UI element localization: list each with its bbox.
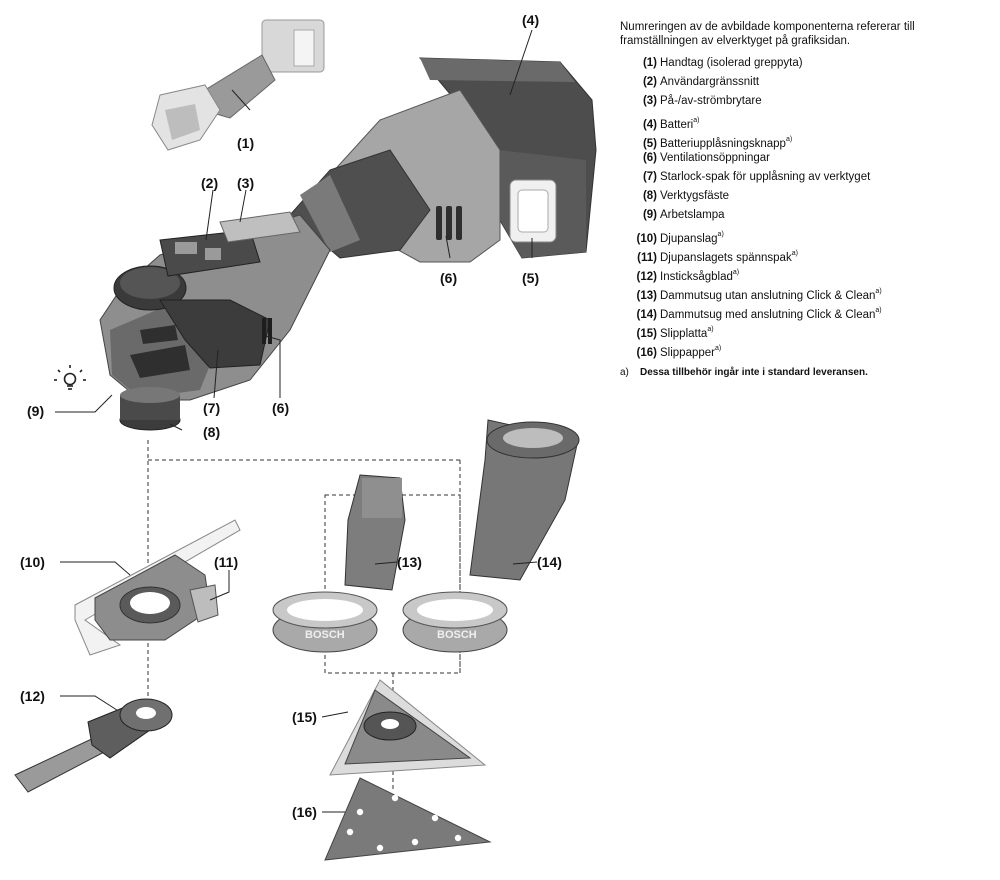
footnote: a) Dessa tillbehör ingår inte i standard …	[620, 366, 990, 380]
legend-item-number: (3)	[642, 95, 657, 107]
callout-16: (16)	[292, 804, 317, 820]
legend-item-footnote-ref: a)	[875, 307, 882, 314]
legend-item-text: Batteri	[660, 119, 694, 131]
legend-item-text: Dammutsug utan anslutning Click & Clean	[660, 290, 876, 302]
legend-item-text: Handtag (isolerad greppyta)	[660, 57, 803, 69]
legend-item: (8)Verktygsfäste	[635, 187, 990, 206]
legend-item: (12)Insticksågblada)	[635, 263, 990, 283]
legend-intro: Numreringen av de avbildade komponentern…	[620, 21, 915, 47]
depth-stop	[74, 519, 241, 656]
callout-8: (8)	[203, 424, 221, 440]
legend-item-text: Dammutsug med anslutning Click & Clean	[660, 309, 876, 321]
callout-5: (5)	[522, 270, 540, 286]
legend-item-text: Slipplatta	[660, 328, 708, 340]
legend-item: (13)Dammutsug utan anslutning Click & Cl…	[635, 282, 990, 302]
legend-list: (1)Handtag (isolerad greppyta)(2)Använda…	[620, 54, 990, 359]
legend-item-number: (11)	[637, 252, 657, 264]
legend-item-text: På-/av-strömbrytare	[660, 95, 762, 107]
legend-item-footnote-ref: a)	[707, 326, 714, 333]
legend-item: (15)Slipplattaa)	[635, 320, 990, 340]
legend-item-number: (12)	[636, 271, 657, 283]
legend-item-footnote-ref: a)	[714, 345, 722, 352]
legend-item-text: Batteriupplåsningsknapp	[660, 138, 786, 150]
legend-item-number: (8)	[642, 190, 657, 202]
callout-2: (2)	[201, 175, 219, 191]
legend-item: (5)Batteriupplåsningsknappa)	[635, 130, 990, 150]
sanding-plate	[329, 679, 487, 776]
callout-14: (14)	[537, 554, 562, 570]
legend-item-text: Verktygsfäste	[660, 190, 730, 202]
footnote-text: Dessa tillbehör ingår inte i standard le…	[640, 367, 868, 378]
tool-illustration: BOSCH BOSCH	[14, 19, 597, 861]
legend-item-number: (16)	[636, 347, 657, 359]
saw-blade	[14, 698, 173, 793]
legend-item-number: (15)	[636, 328, 657, 340]
brand-mark-13: BOSCH	[305, 629, 345, 641]
legend-item-number: (5)	[642, 138, 657, 150]
tool-body	[99, 89, 501, 431]
legend-item: (3)På-/av-strömbrytare	[635, 92, 990, 111]
legend-item: (7)Starlock-spak för upplåsning av verkt…	[635, 168, 990, 187]
legend-item: (9)Arbetslampa	[635, 206, 990, 225]
legend-item-text: Användargränssnitt	[660, 76, 760, 88]
callout-7: (7)	[203, 400, 221, 416]
legend-item-number: (2)	[642, 76, 657, 88]
callout-10: (10)	[20, 554, 45, 570]
side-vent-slots	[262, 318, 272, 344]
dust-extraction-13: BOSCH	[272, 474, 406, 653]
legend-item-number: (6)	[642, 152, 657, 164]
callout-1: (1)	[237, 135, 255, 151]
legend-item: (11)Djupanslagets spännspaka)	[635, 244, 990, 264]
footnote-mark: a)	[620, 367, 629, 378]
thumbnail-tool	[151, 19, 325, 151]
legend-item-footnote-ref: a)	[717, 231, 724, 238]
legend-item-number: (1)	[642, 57, 657, 69]
legend-item-number: (7)	[642, 171, 657, 183]
callout-11: (11)	[214, 554, 239, 570]
legend-item: (6)Ventilationsöppningar	[635, 149, 990, 168]
sanding-paper	[324, 777, 492, 861]
legend-item-number: (14)	[636, 309, 657, 321]
legend-item-text: Arbetslampa	[660, 209, 725, 221]
dust-extraction-14: BOSCH	[402, 419, 580, 653]
legend-item-footnote-ref: a)	[785, 136, 793, 143]
legend-item-text: Ventilationsöppningar	[660, 152, 770, 164]
callout-6-top: (6)	[440, 270, 458, 286]
legend-item-footnote-ref: a)	[693, 117, 700, 124]
legend-item: (16)Slippappera)	[635, 339, 990, 359]
legend-item-footnote-ref: a)	[791, 250, 798, 257]
vent-slots	[436, 206, 462, 240]
brand-mark-14: BOSCH	[437, 629, 477, 641]
legend-item: (2)Användargränssnitt	[635, 73, 990, 92]
legend-item-number: (10)	[636, 233, 657, 245]
callout-6-bottom: (6)	[272, 400, 290, 416]
legend-item: (4)Batteria)	[635, 111, 990, 131]
callout-4: (4)	[522, 12, 540, 28]
legend-item-text: Starlock-spak för upplåsning av verktyge…	[660, 171, 871, 183]
legend-item-number: (9)	[642, 209, 657, 221]
legend-item-text: Slippapper	[660, 347, 715, 359]
callout-13: (13)	[397, 554, 422, 570]
legend-item-text: Djupanslagets spännspak	[660, 252, 792, 264]
legend-item: (1)Handtag (isolerad greppyta)	[635, 54, 990, 73]
callout-12: (12)	[20, 688, 45, 704]
legend-item-footnote-ref: a)	[875, 288, 882, 295]
legend-item-text: Djupanslag	[660, 233, 718, 245]
legend: Numreringen av de avbildade komponentern…	[620, 20, 990, 380]
legend-item: (10)Djupanslaga)	[635, 225, 990, 245]
legend-item-footnote-ref: a)	[732, 269, 740, 276]
callout-15: (15)	[292, 709, 317, 725]
callout-9: (9)	[27, 403, 45, 419]
legend-item-number: (13)	[636, 290, 657, 302]
lamp-icon	[54, 365, 86, 390]
callout-3: (3)	[237, 175, 255, 191]
legend-item: (14)Dammutsug med anslutning Click & Cle…	[635, 301, 990, 321]
legend-item-text: Insticksågblad	[660, 271, 733, 283]
battery-pack	[418, 57, 597, 259]
legend-item-number: (4)	[642, 119, 657, 131]
